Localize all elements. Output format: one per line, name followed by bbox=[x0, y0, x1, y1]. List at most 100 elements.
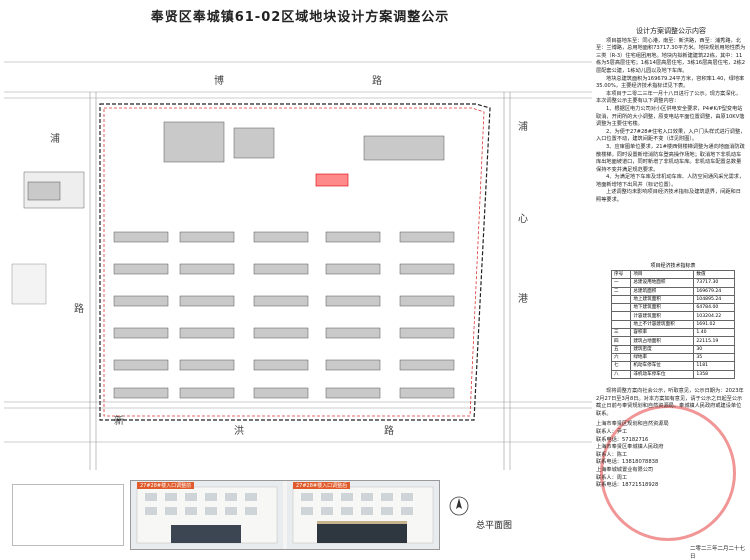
official-seal bbox=[600, 405, 736, 541]
contact-org: 上海市奉贤区规划和自然资源局 bbox=[596, 421, 669, 428]
table-cell: 169679.24 bbox=[693, 286, 735, 296]
table-cell: 地上不计容建筑面积 bbox=[630, 319, 695, 330]
road-label-top-2: 路 bbox=[372, 74, 382, 87]
table-cell: 容积率 bbox=[630, 328, 695, 338]
render-after: 27#28#楼入口调整后 bbox=[287, 481, 439, 549]
notice-note: 现将调整方案向社会公示，听取意见，公示日期为：2023年2月27日至3月8日。对… bbox=[596, 388, 744, 417]
notice-paragraphs: 项目基地东至：同心港，南至：新洪路，西至：浦秀路，北至：兰博路，总用地面积737… bbox=[596, 38, 746, 205]
table-cell: 三 bbox=[610, 328, 632, 338]
table-caption: 项目经济技术指标表 bbox=[650, 263, 696, 269]
road-label-right-2: 浦 bbox=[518, 120, 528, 133]
notice-paragraph: 2、为便于27#28#住宅入口效果，入户门头样式进行调整，入口位置不动，建筑间距… bbox=[596, 128, 746, 143]
residential-building bbox=[253, 359, 309, 371]
table-cell: 非机动车停车位 bbox=[630, 369, 695, 379]
residential-building bbox=[399, 327, 455, 339]
table-cell: 30 bbox=[693, 344, 735, 354]
residential-building bbox=[253, 327, 309, 339]
table-cell: 1.40 bbox=[693, 328, 735, 338]
clubhouse-building bbox=[163, 121, 225, 163]
table-cell bbox=[610, 319, 632, 330]
residential-building bbox=[179, 327, 235, 339]
table-cell: 35 bbox=[693, 352, 735, 363]
table-cell: 104895.24 bbox=[693, 294, 735, 305]
road-label-right-3: 心 bbox=[518, 213, 528, 225]
notice-footer: 现将调整方案向社会公示，听取意见，公示日期为：2023年2月27日至3月8日。对… bbox=[596, 388, 746, 548]
table-cell: 建筑占地面积 bbox=[630, 336, 695, 346]
residential-building bbox=[253, 295, 309, 307]
residential-building bbox=[325, 295, 381, 307]
residential-building bbox=[325, 327, 381, 339]
plan-label: 总平面图 bbox=[476, 521, 513, 531]
legend-box bbox=[12, 484, 124, 546]
road-label-bottom-1: 新 bbox=[114, 414, 124, 427]
table-cell bbox=[610, 311, 632, 321]
road-label-left-1: 浦 bbox=[50, 132, 60, 145]
table-cell: 八 bbox=[610, 369, 632, 379]
table-header-cell: 项目 bbox=[630, 269, 695, 280]
contact-org: 上海市奉贤区奉城镇人民政府 bbox=[596, 444, 664, 451]
residential-building bbox=[179, 387, 235, 399]
road-label-top-1: 博 bbox=[214, 74, 224, 87]
table-cell: 1358 bbox=[693, 369, 735, 379]
table-cell: 64784.00 bbox=[693, 303, 735, 313]
notice-heading: 设计方案调整公示内容 bbox=[636, 27, 706, 35]
contact-org: 上海奉城城置业有限公司 bbox=[596, 466, 654, 473]
table-cell bbox=[610, 294, 632, 305]
render-strip: 27#28#楼入口调整前 27#28#楼入口调整后 bbox=[130, 480, 440, 550]
table-cell: 103204.22 bbox=[693, 311, 735, 321]
table-cell: 总建筑面积 bbox=[630, 286, 695, 296]
table-header-row: 序号项目数值 bbox=[610, 269, 735, 280]
table-cell: 机动车停车位 bbox=[630, 361, 695, 371]
table-header-cell: 序号 bbox=[610, 269, 632, 280]
notice-paragraph: 4、为满足地下车库及非机动车库、人防空间通风采光需求，地面新增地下出风井（标记位… bbox=[596, 174, 745, 188]
table-cell: 总建设用地面积 bbox=[630, 278, 695, 288]
table-cell: 六 bbox=[610, 352, 632, 363]
table-cell: 22115.19 bbox=[693, 336, 735, 346]
render-after-caption: 27#28#楼入口调整后 bbox=[293, 482, 351, 489]
residential-building bbox=[113, 231, 169, 243]
table-cell: 建筑密度 bbox=[630, 344, 695, 354]
page-title: 奉贤区奉城镇61-02区域地块设计方案调整公示 bbox=[150, 10, 450, 25]
table-cell: 1181 bbox=[693, 361, 735, 371]
site-plan: 博 路 浦 路 新 洪 路 港 浦 心 bbox=[4, 32, 592, 470]
residential-building bbox=[399, 231, 455, 243]
table-cell: 计容建筑面积 bbox=[630, 311, 695, 321]
residential-building bbox=[113, 295, 169, 307]
residential-building bbox=[113, 359, 169, 371]
table-cell: 二 bbox=[610, 286, 632, 296]
residential-building bbox=[179, 295, 235, 307]
residential-building bbox=[253, 231, 309, 243]
residential-building bbox=[325, 231, 381, 243]
contact-phone: 联系电话：13818078838 bbox=[596, 459, 659, 466]
north-arrow-icon bbox=[449, 496, 469, 516]
notice-paragraph: 项目基地东至：同心港，南至：新洪路，西至：浦秀路，北至：兰博路，总用地面积737… bbox=[596, 37, 746, 74]
kindergarten-building bbox=[233, 127, 275, 159]
notice-sidebar: 设计方案调整公示内容 项目基地东至：同心港，南至：新洪路，西至：浦秀路，北至：兰… bbox=[596, 27, 746, 558]
residential-building bbox=[325, 359, 381, 371]
contact-person: 联系人：尹工 bbox=[596, 428, 628, 435]
residential-building bbox=[325, 263, 381, 275]
residential-building bbox=[179, 359, 235, 371]
table-cell: 一 bbox=[610, 278, 632, 288]
table-cell: 73717.30 bbox=[693, 278, 735, 288]
notice-paragraph: 上述调整均未影响项目经济技术指标及建筑退界，间距和日照等要求。 bbox=[596, 189, 741, 204]
residential-building bbox=[179, 231, 235, 243]
table-cell: 地上建筑面积 bbox=[630, 294, 695, 305]
residential-building bbox=[325, 387, 381, 399]
contact-phone: 联系电话：18721518928 bbox=[596, 482, 659, 489]
table-cell: 四 bbox=[610, 336, 632, 346]
table-cell: 五 bbox=[610, 344, 632, 354]
residential-building bbox=[179, 263, 235, 275]
commercial-building bbox=[363, 135, 445, 161]
notice-paragraph: 本项目于二零二三年一月十八日进行了公示。现方案深化，本次调整公示主要有以下调整内… bbox=[596, 90, 741, 105]
residential-building bbox=[113, 263, 169, 275]
